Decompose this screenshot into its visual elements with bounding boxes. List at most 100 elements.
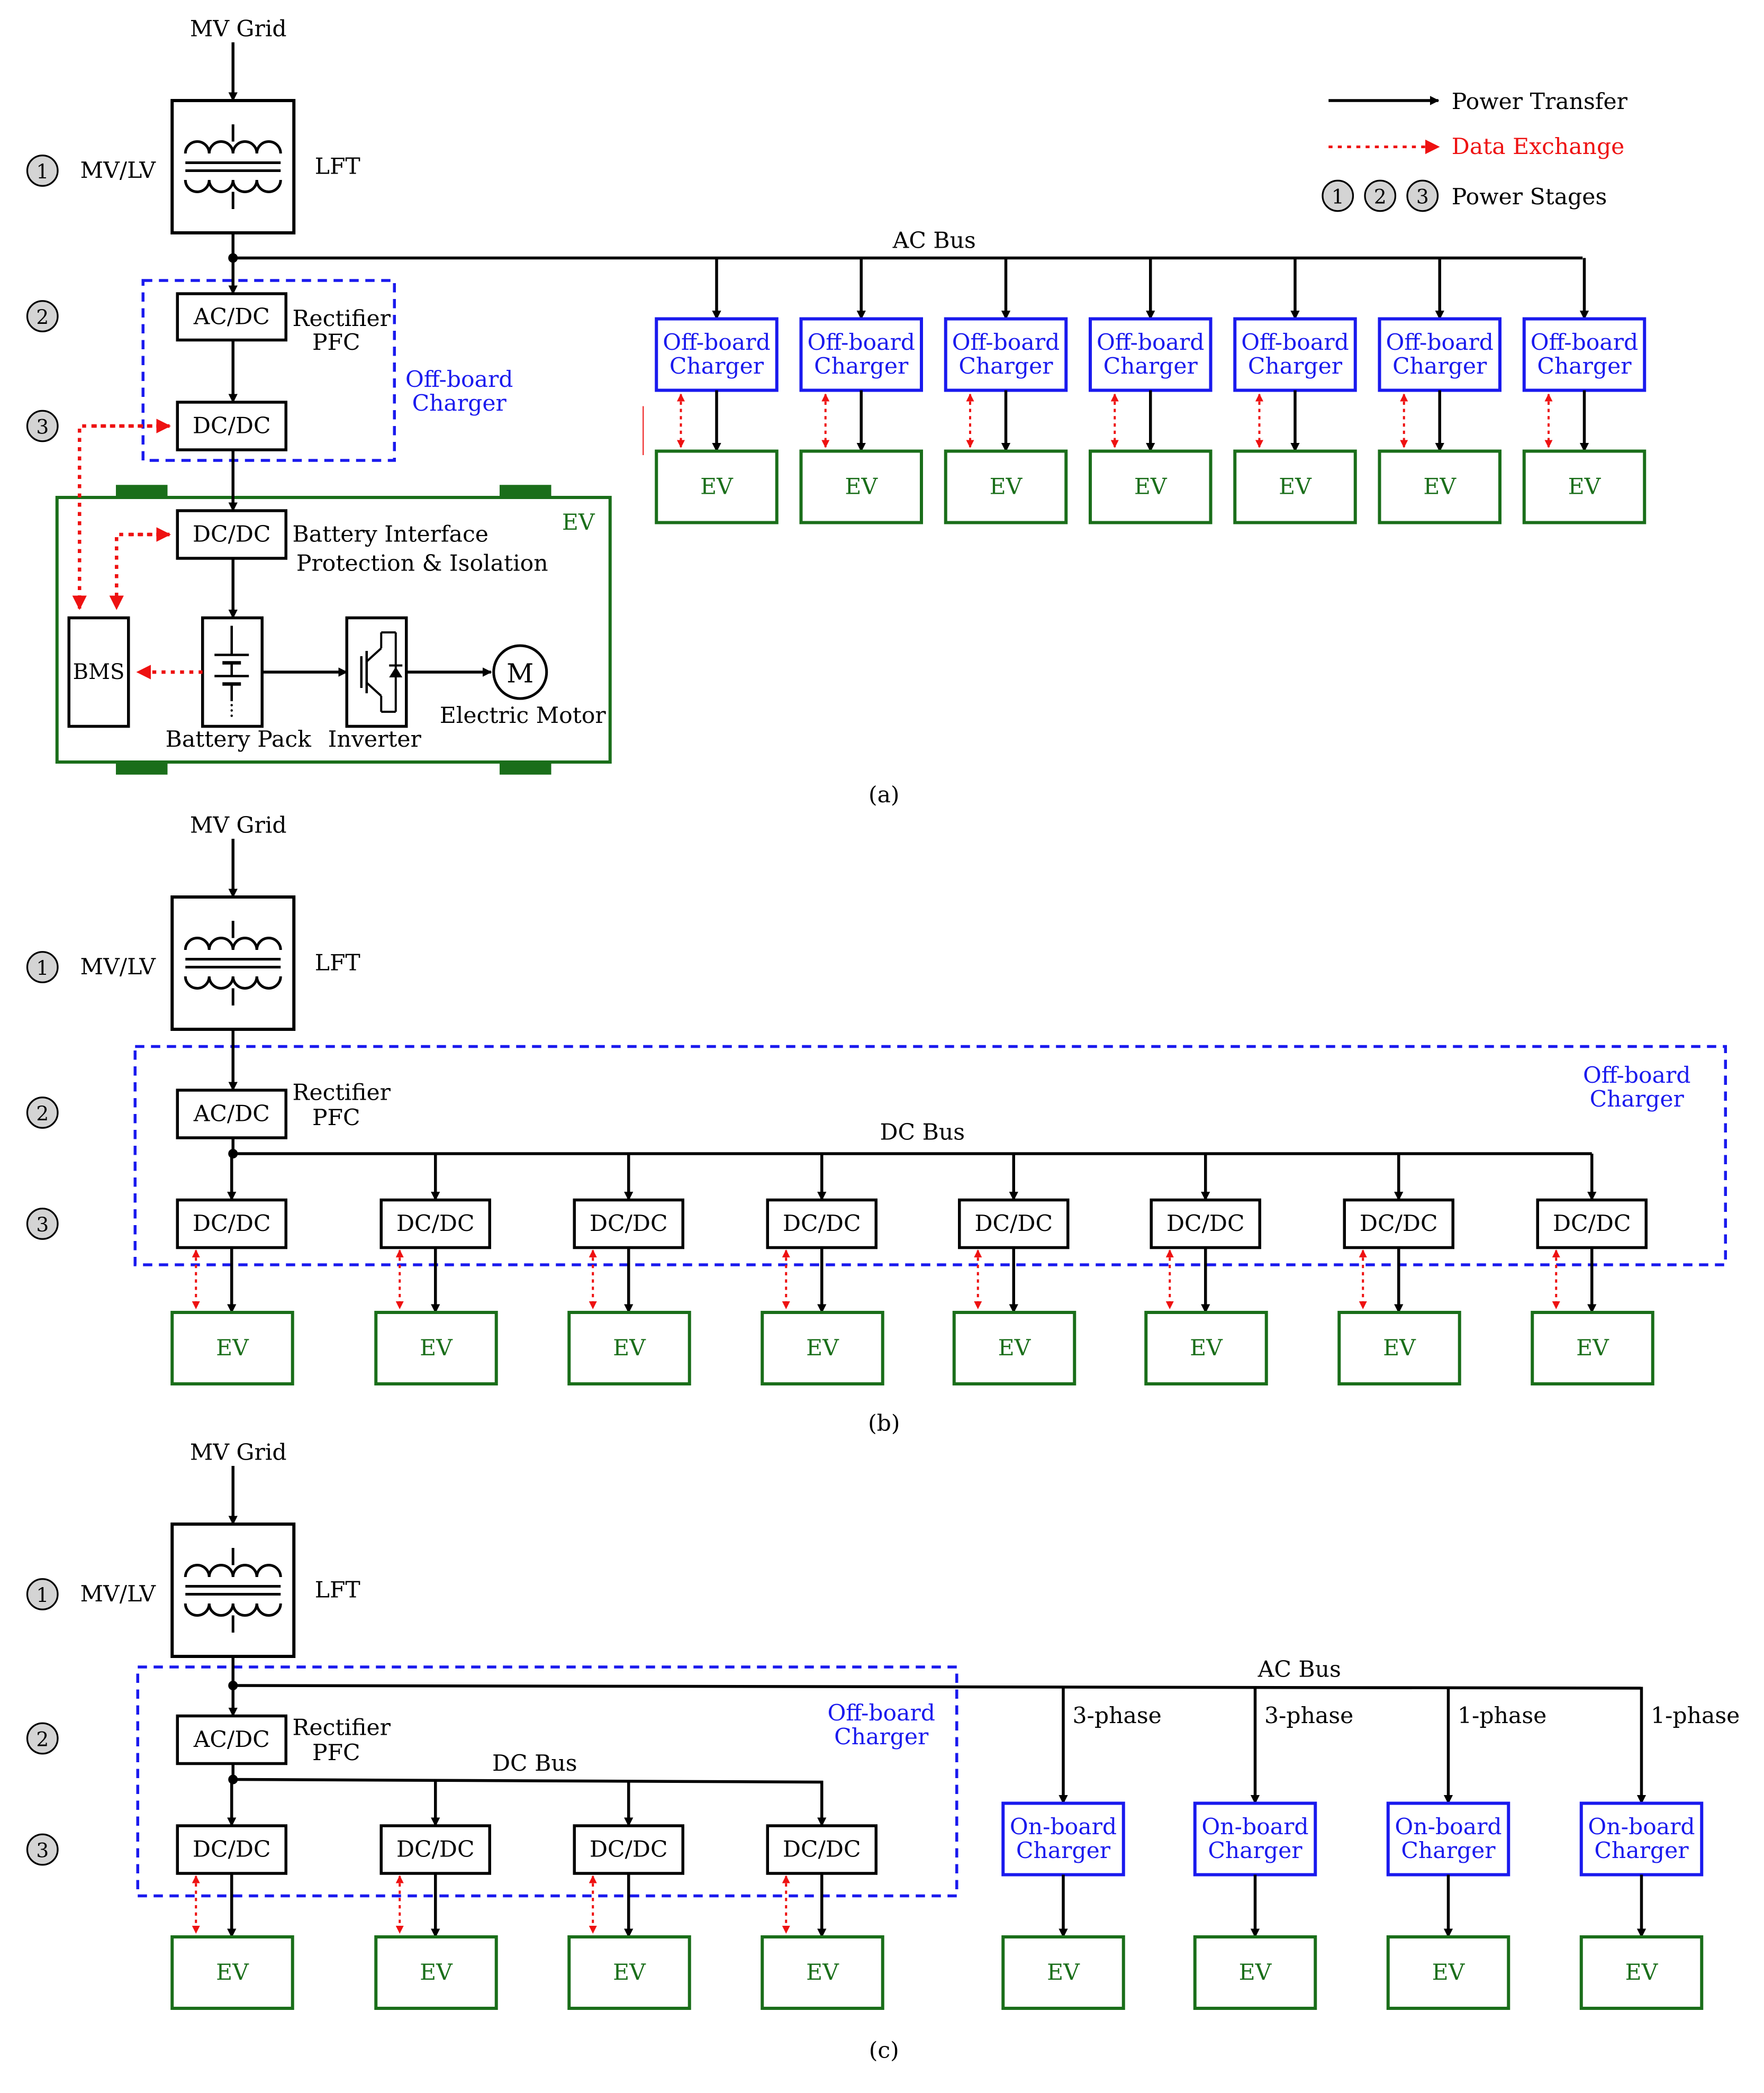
panel-c-ev-onboard-label: EV — [1625, 1960, 1659, 1986]
panel-b-ev-label: EV — [998, 1335, 1032, 1361]
panel-a-ev — [1089, 449, 1213, 524]
panel-a-offboard-charger-label-line2: Charger — [1248, 354, 1343, 379]
panel-a-dcdc-charger-label: DC/DC — [193, 413, 271, 439]
panel-c-ev-label: EV — [613, 1960, 646, 1986]
legend-stage-2-number: 2 — [1374, 185, 1387, 208]
panel-a-ev-label: EV — [700, 474, 734, 500]
panel-c-onboard-charger-label-line2: Charger — [1594, 1838, 1689, 1864]
legend-stage-3-number: 3 — [1416, 185, 1429, 208]
panel-b-ev-label: EV — [806, 1335, 839, 1361]
caption-a: (a) — [869, 782, 900, 808]
panel-a-ev-wheel — [116, 485, 168, 499]
panel-b-ev — [567, 1311, 691, 1385]
panel-c-lft-label: LFT — [315, 1578, 360, 1603]
panel-b-dcdc-label: DC/DC — [1553, 1211, 1631, 1237]
panel-b-transformer-secondary-coil — [184, 976, 282, 990]
panel-a-ac-bus-label: AC Bus — [892, 228, 976, 254]
panel-b-ev — [374, 1311, 498, 1385]
panel-b-stage-3-number: 3 — [36, 1213, 49, 1236]
panel-a-electric-motor — [492, 644, 548, 700]
legend-power-label: Power Transfer — [1452, 89, 1628, 115]
panel-a-ev-label: EV — [1279, 474, 1312, 500]
panel-c-stage-3 — [26, 1833, 59, 1866]
panel-a-ev-label: EV — [845, 474, 878, 500]
panel-c-transformer-secondary-coil — [184, 1603, 282, 1617]
panel-b-transformer-primary-coil — [184, 937, 282, 950]
panel-a-dcdc-battery-interface-label: DC/DC — [193, 522, 271, 548]
legend-stage-3 — [1406, 179, 1439, 212]
panel-a-igbt-collector — [366, 647, 382, 663]
panel-a-offboard-region-label-line1: Off-board — [405, 367, 513, 393]
legend-stage-2 — [1364, 179, 1397, 212]
panel-a-battery-ellipsis-dot — [230, 714, 233, 717]
panel-b-dcdc-label: DC/DC — [974, 1211, 1053, 1237]
panel-a-offboard-charger-label-line1: Off-board — [663, 330, 771, 356]
panel-c-mvlv-label: MV/LV — [80, 1581, 157, 1607]
panel-c-dcdc-label: DC/DC — [783, 1837, 861, 1863]
panel-c-dc-bus — [233, 1778, 824, 1784]
panel-c-ev — [567, 1935, 691, 2010]
panel-c-onboard-charger-label-line2: Charger — [1401, 1838, 1496, 1864]
panel-a-acdc-label: AC/DC — [193, 304, 270, 330]
panel-c-offboard-region-label-line2: Charger — [834, 1724, 929, 1750]
panel-a-ev-label: EV — [1568, 474, 1602, 500]
panel-c-phase-label: 3-phase — [1073, 1703, 1162, 1729]
panel-a-offboard-region — [141, 279, 396, 462]
panel-a-grid-label: MV Grid — [190, 16, 287, 42]
panel-c-transformer-primary-coil — [184, 1564, 282, 1578]
panel-c-offboard-region-label-line1: Off-board — [827, 1700, 935, 1726]
panel-b-ev — [1531, 1311, 1654, 1385]
panel-b-dcdc-label: DC/DC — [1166, 1211, 1245, 1237]
panel-c-onboard-charger-label-line1: On-board — [1201, 1814, 1308, 1840]
panel-c-ev-onboard-label: EV — [1432, 1960, 1466, 1986]
panel-a-ev — [799, 449, 923, 524]
panel-b-dcdc-label: DC/DC — [396, 1211, 475, 1237]
panel-c-ev-onboard — [1579, 1935, 1704, 2010]
panel-c-onboard-charger-label-line1: On-board — [1395, 1814, 1501, 1840]
panel-a-ev — [1522, 449, 1647, 524]
caption-b: (b) — [868, 1411, 900, 1437]
panel-a-bms-label: BMS — [73, 660, 125, 684]
panel-a-stage-1 — [26, 155, 59, 187]
caption-c: (c) — [869, 2038, 899, 2064]
panel-a-pfc-label: PFC — [312, 330, 360, 356]
panel-b-rectifier-label: Rectifier — [293, 1080, 391, 1106]
panel-b-stage-2 — [26, 1097, 59, 1129]
panel-b-ev — [170, 1311, 294, 1385]
panel-b-ev-label: EV — [1383, 1335, 1416, 1361]
panel-a-ev — [1378, 449, 1501, 524]
panel-b-ev-label: EV — [1190, 1335, 1223, 1361]
panel-a-protection-isolation-label: Protection & Isolation — [296, 551, 548, 577]
panel-c-ev-onboard-label: EV — [1047, 1960, 1080, 1986]
panel-c-transformer — [170, 1523, 296, 1658]
panel-a-transformer — [170, 99, 296, 234]
panel-c-ev-onboard — [1001, 1935, 1125, 2010]
legend-stage-1 — [1322, 179, 1354, 212]
panel-b-pfc-label: PFC — [312, 1105, 360, 1131]
panel-c-dc-bus-label: DC Bus — [492, 1751, 577, 1777]
panel-c-ac-bus-label: AC Bus — [1258, 1657, 1341, 1683]
panel-c-stage-2-number: 2 — [36, 1727, 49, 1751]
panel-a-offboard-charger-label-line1: Off-board — [1241, 330, 1349, 356]
panel-a-battery-ellipsis-dot — [230, 709, 233, 712]
panel-a-offboard-charger-label-line2: Charger — [670, 354, 764, 379]
legend-stages-label: Power Stages — [1452, 184, 1607, 210]
panel-c-pfc-label: PFC — [312, 1740, 360, 1766]
panel-a-ev — [1233, 449, 1357, 524]
panel-b-dcdc-label: DC/DC — [193, 1211, 271, 1237]
panel-c-ev-onboard — [1386, 1935, 1510, 2010]
panel-a-transformer-secondary-coil — [184, 179, 282, 193]
panel-a-stage-3 — [26, 410, 59, 442]
panel-a-offboard-charger-label-line2: Charger — [1392, 354, 1487, 379]
panel-a-offboard-charger-label-line2: Charger — [958, 354, 1053, 379]
panel-a-ev-label: EV — [1134, 474, 1168, 500]
panel-b-ev — [1144, 1311, 1268, 1385]
panel-a-rectifier-label: Rectifier — [293, 306, 391, 332]
panel-b-offboard-region-label-line2: Charger — [1590, 1086, 1685, 1112]
panel-a-mvlv-label: MV/LV — [80, 158, 157, 184]
panel-a-offboard-charger-label-line1: Off-board — [952, 330, 1060, 356]
panel-b-offboard-region-label-line1: Off-board — [1583, 1063, 1691, 1089]
panel-a-motor-symbol: M — [506, 658, 533, 689]
panel-b-ev — [1337, 1311, 1461, 1385]
